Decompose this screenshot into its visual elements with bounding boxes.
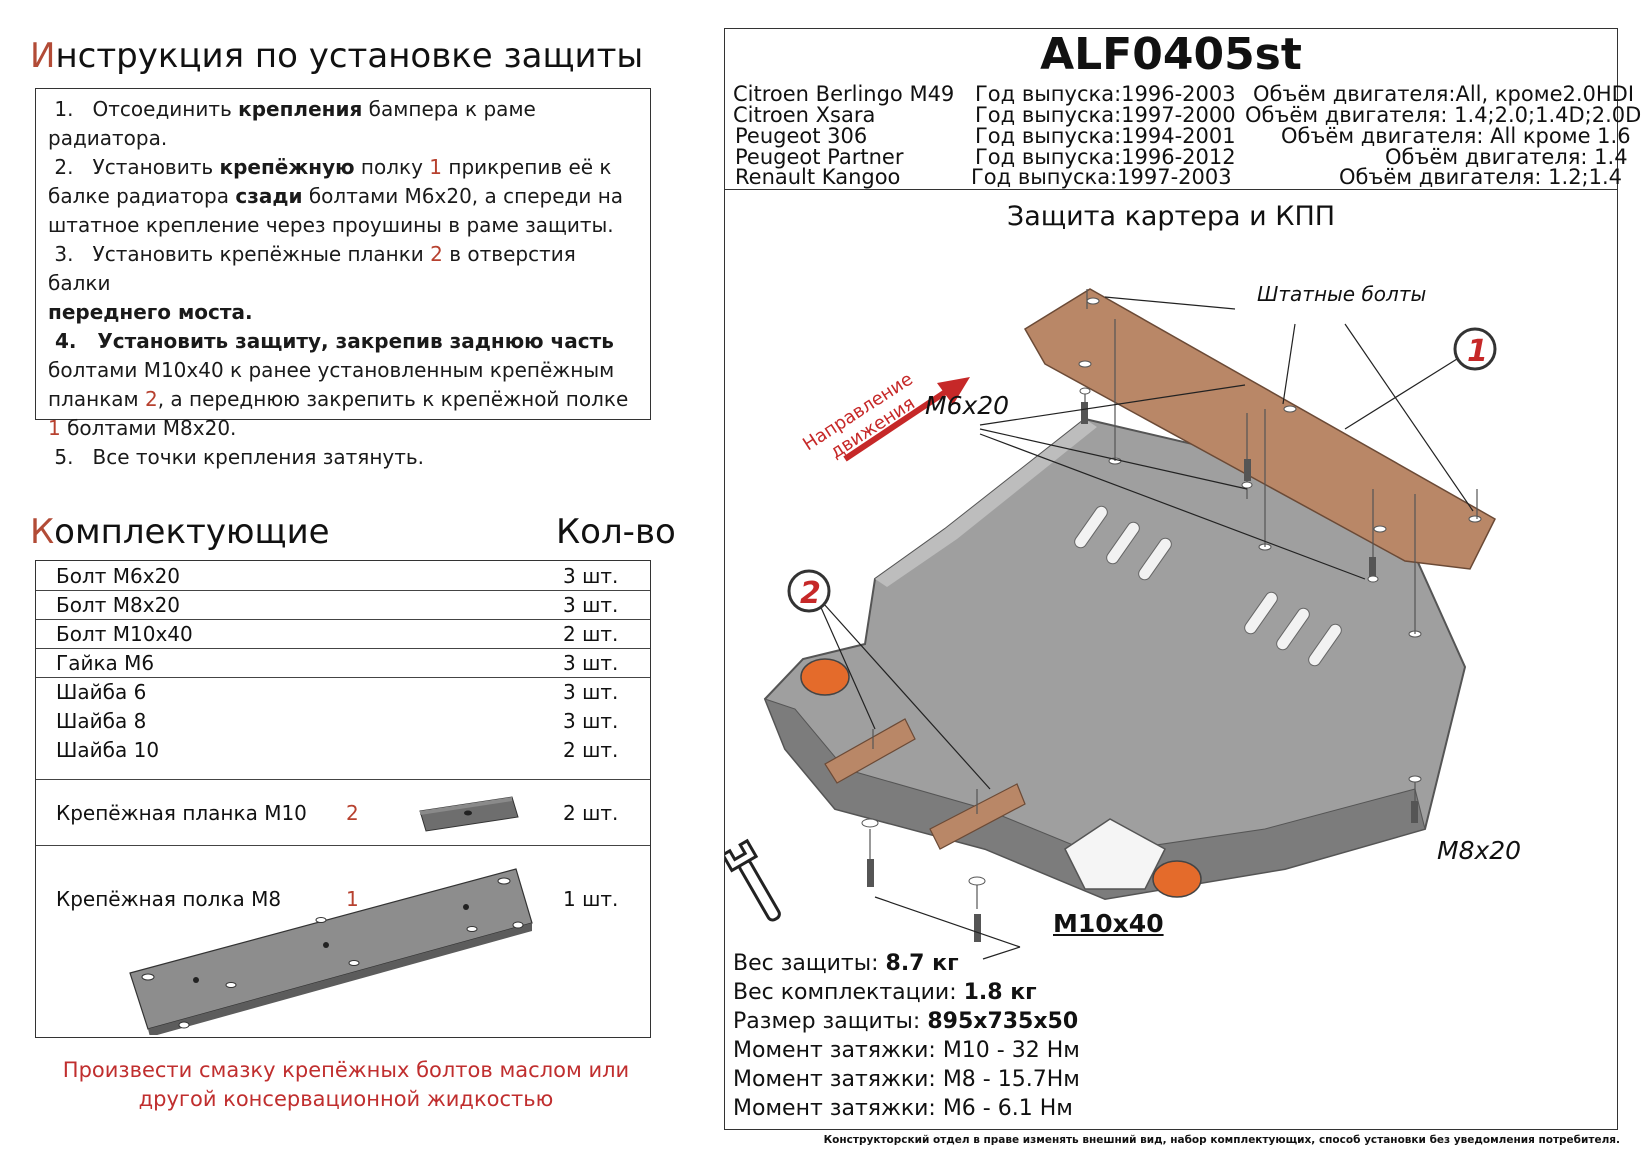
car-engine: Объём двигателя:All, кроме2.0HDI — [1253, 82, 1635, 106]
car-engine: Объём двигателя: 1.4 — [1385, 145, 1628, 169]
instruction-step-4: 4. Установить защиту, закрепив заднюю ча… — [54, 329, 614, 353]
shelf-name: Крепёжная полка М8 — [56, 887, 282, 911]
m10-label: М10х40 — [1053, 909, 1164, 938]
instruction-line: 1 болтами М8х20. — [48, 416, 237, 440]
plank-qty: 2 шт. — [563, 801, 619, 825]
car-year: Год выпуска:1997-2003 — [971, 165, 1232, 189]
car-engine: Объём двигателя: 1.2;1.4 — [1339, 165, 1623, 189]
callout-2: 2 — [787, 569, 831, 613]
mounting-shelf-1 — [1023, 288, 1496, 638]
shelf-callout: 1 — [346, 887, 359, 911]
spec-size: Размер защиты: 895х735х50 — [733, 1009, 1079, 1034]
instruction-line: переднего моста. — [48, 300, 253, 324]
car-engine: Объём двигателя: 1.4;2.0;1.4D;2.0D — [1245, 103, 1642, 127]
car-engine: Объём двигателя: All кроме 1.6 — [1281, 124, 1631, 148]
instruction-step-2: 2. Установить крепёжную полку 1 прикрепи… — [54, 155, 612, 179]
spec-kit-weight: Вес комплектации: 1.8 кг — [733, 980, 1037, 1005]
instruction-line: планкам 2, а переднюю закрепить к крепёж… — [48, 387, 629, 411]
car-year: Год выпуска:1996-2012 — [975, 145, 1236, 169]
spec-torque-m10: Момент затяжки: М10 - 32 Нм — [733, 1038, 1080, 1063]
m8-label: М8х20 — [1437, 836, 1522, 865]
svg-text:1: 1 — [1467, 334, 1488, 369]
svg-text:2: 2 — [800, 576, 821, 611]
direction-arrow — [843, 377, 970, 462]
leader-lines — [814, 296, 1474, 960]
car-model: Citroen Berlingo M49 — [733, 82, 955, 106]
product-header: ALF0405st Citroen Berlingo M49 Год выпус… — [725, 29, 1641, 190]
parts-title: Комплектующие — [30, 512, 330, 552]
product-code: ALF0405st — [1040, 29, 1302, 80]
washers — [861, 387, 1422, 886]
spec-torque-m6: Момент затяжки: М6 - 6.1 Нм — [733, 1096, 1073, 1121]
mounting-planks-2 — [824, 718, 1026, 850]
m6-label: М6х20 — [925, 391, 1010, 420]
shelf-row: Крепёжная полка М8 1 1 шт. — [36, 845, 650, 1039]
instruction-step-1: 1. Отсоединить крепления бампера к раме … — [48, 97, 536, 150]
instructions-title: Инструкция по установке защиты — [30, 36, 644, 76]
spec-weight: Вес защиты: 8.7 кг — [733, 951, 959, 976]
instructions-box: 1. Отсоединить крепления бампера к раме … — [35, 88, 651, 469]
shelf-qty: 1 шт. — [563, 887, 619, 911]
lubrication-warning: Произвести смазку крепёжных болтов масло… — [62, 1058, 630, 1111]
car-model: Citroen Xsara — [733, 103, 876, 127]
instruction-line: балке радиатора сзади болтами М6х20, а с… — [48, 184, 624, 208]
plank-image — [419, 796, 519, 832]
plank-row: Крепёжная планка М10 2 2 шт. — [36, 779, 650, 846]
car-model: Peugeot Partner — [735, 145, 904, 169]
callout-1: 1 — [1453, 327, 1497, 371]
qty-header: Кол-во — [556, 512, 676, 552]
instruction-step-3: 3. Установить крепёжные планки 2 в отвер… — [48, 242, 576, 295]
instruction-line: болтами М10х40 к ранее установленным кре… — [48, 358, 615, 382]
plank-name: Крепёжная планка М10 — [56, 801, 307, 825]
shelf-image — [129, 868, 533, 1035]
product-subtitle: Защита картера и КПП — [1006, 201, 1336, 232]
wrench-icon — [725, 838, 781, 922]
car-year: Год выпуска:1994-2001 — [975, 124, 1236, 148]
standard-bolts-label: Штатные болты — [1257, 282, 1427, 306]
footer-disclaimer: Конструкторский отдел в праве изменять в… — [823, 1134, 1620, 1146]
product-specs: Вес защиты: 8.7 кг Вес комплектации: 1.8… — [733, 949, 1080, 1123]
car-model: Renault Kangoo — [735, 165, 901, 189]
car-model: Peugeot 306 — [735, 124, 868, 148]
plank-callout: 2 — [346, 801, 359, 825]
instruction-line: штатное крепление через проушины в раме … — [48, 213, 614, 237]
installation-diagram: AL — [725, 288, 1497, 960]
car-year: Год выпуска:1997-2000 — [975, 103, 1236, 127]
product-panel: ALF0405st Citroen Berlingo M49 Год выпус… — [724, 28, 1641, 1130]
instruction-step-5: 5. Все точки крепления затянуть. — [54, 445, 425, 469]
crankcase-shield — [763, 417, 1467, 901]
car-year: Год выпуска:1996-2003 — [975, 82, 1236, 106]
bolt-heads — [867, 402, 1418, 942]
spec-torque-m8: Момент затяжки: М8 - 15.7Нм — [733, 1067, 1080, 1092]
